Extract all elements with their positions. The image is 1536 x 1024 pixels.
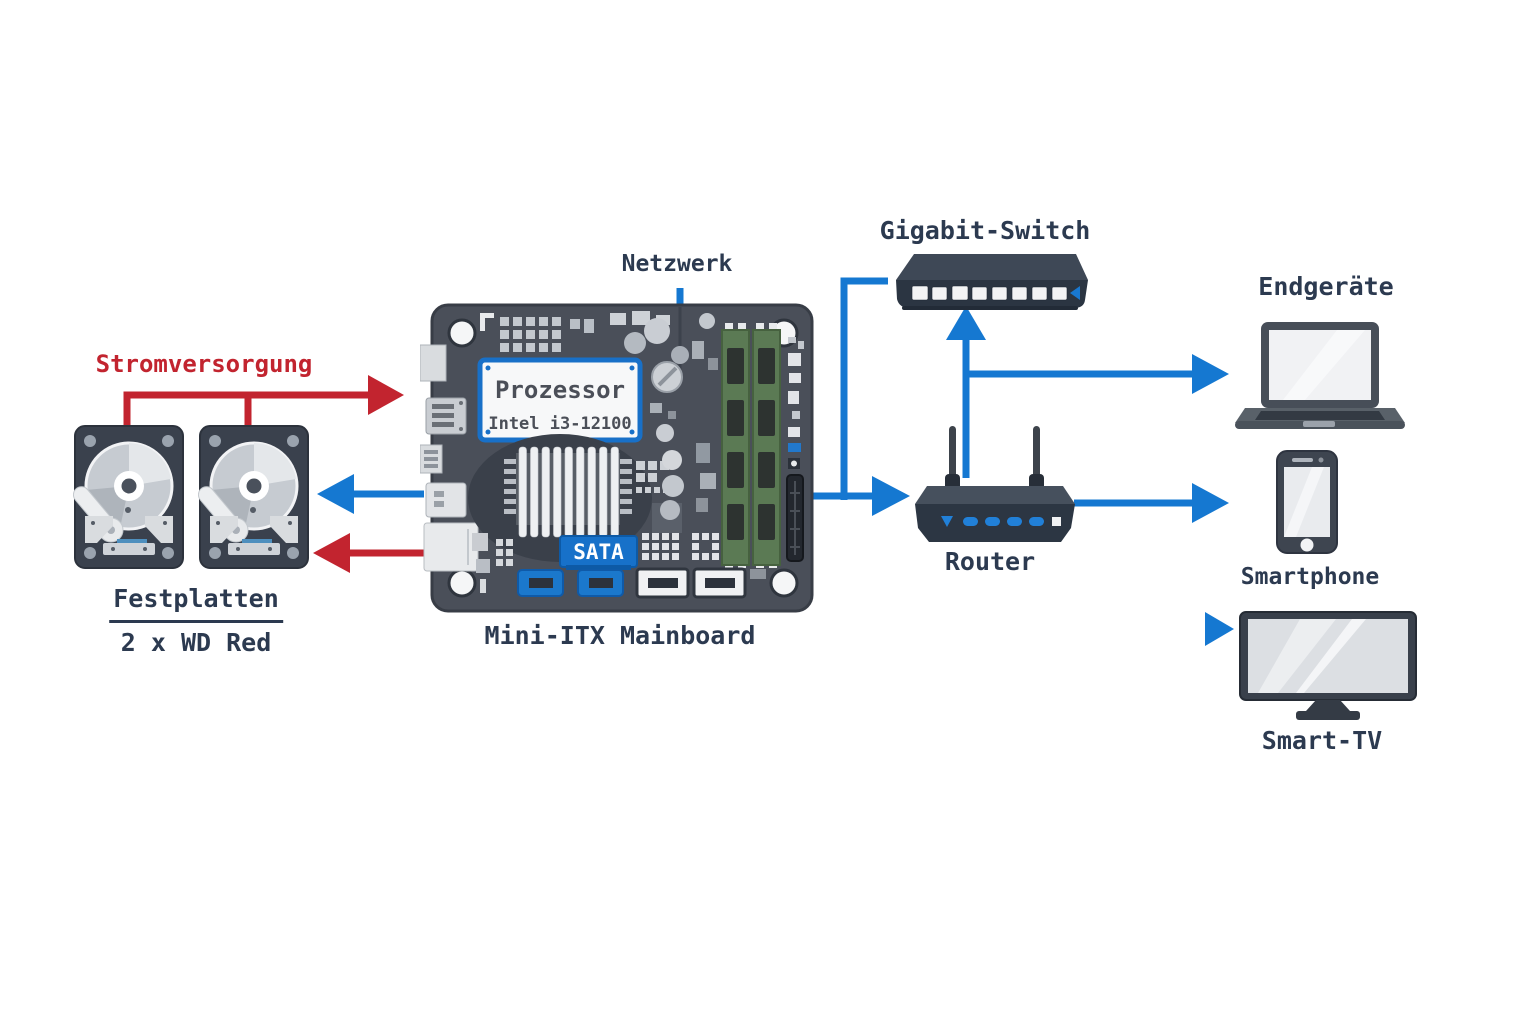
smarttv-label: Smart-TV — [1261, 726, 1383, 755]
sata-ports — [517, 567, 747, 599]
storage-label: Festplatten — [109, 584, 283, 623]
sata-label: SATA — [573, 540, 624, 564]
smarttv-icon — [1239, 611, 1417, 720]
smd-cluster — [636, 461, 682, 533]
hdd-chassis-parts — [85, 516, 173, 555]
network-label: Netzwerk — [621, 251, 733, 277]
cpu-model: Intel i3-12100 — [488, 414, 631, 434]
devices-label: Endgeräte — [1258, 272, 1394, 301]
router-label: Router — [944, 547, 1036, 576]
switch-led — [1070, 286, 1080, 300]
storage-caption: Festplatten 2 x WD Red — [109, 584, 283, 657]
ram-modules — [721, 323, 781, 568]
switch-icon — [896, 254, 1088, 310]
pcie-slot — [786, 474, 804, 562]
mainboard-label: Mini-ITX Mainboard — [484, 621, 756, 650]
router-leds — [941, 516, 1061, 527]
storage-sublabel: 2 x WD Red — [120, 628, 272, 657]
hdd-icon-1 — [73, 425, 184, 569]
smartphone-label: Smartphone — [1240, 564, 1380, 590]
switch-label: Gigabit-Switch — [879, 216, 1091, 245]
mainboard-icon: Prozessor Intel i3-12100 — [420, 303, 814, 613]
hdd-platter — [84, 441, 174, 531]
smartphone-icon — [1276, 450, 1338, 554]
smd-components — [480, 311, 718, 419]
io-ports — [420, 344, 479, 572]
edge-components — [788, 337, 804, 469]
laptop-icon — [1235, 322, 1405, 429]
sata-label-box: SATA — [559, 535, 638, 570]
cpu-label-box: Prozessor Intel i3-12100 — [477, 357, 643, 443]
switch-ports — [911, 285, 1068, 301]
router-icon — [915, 426, 1075, 542]
power-label: Stromversorgung — [95, 350, 313, 378]
cpu-heatsink — [504, 446, 632, 538]
hdd-icon-2 — [198, 425, 309, 569]
cpu-title: Prozessor — [495, 376, 625, 404]
